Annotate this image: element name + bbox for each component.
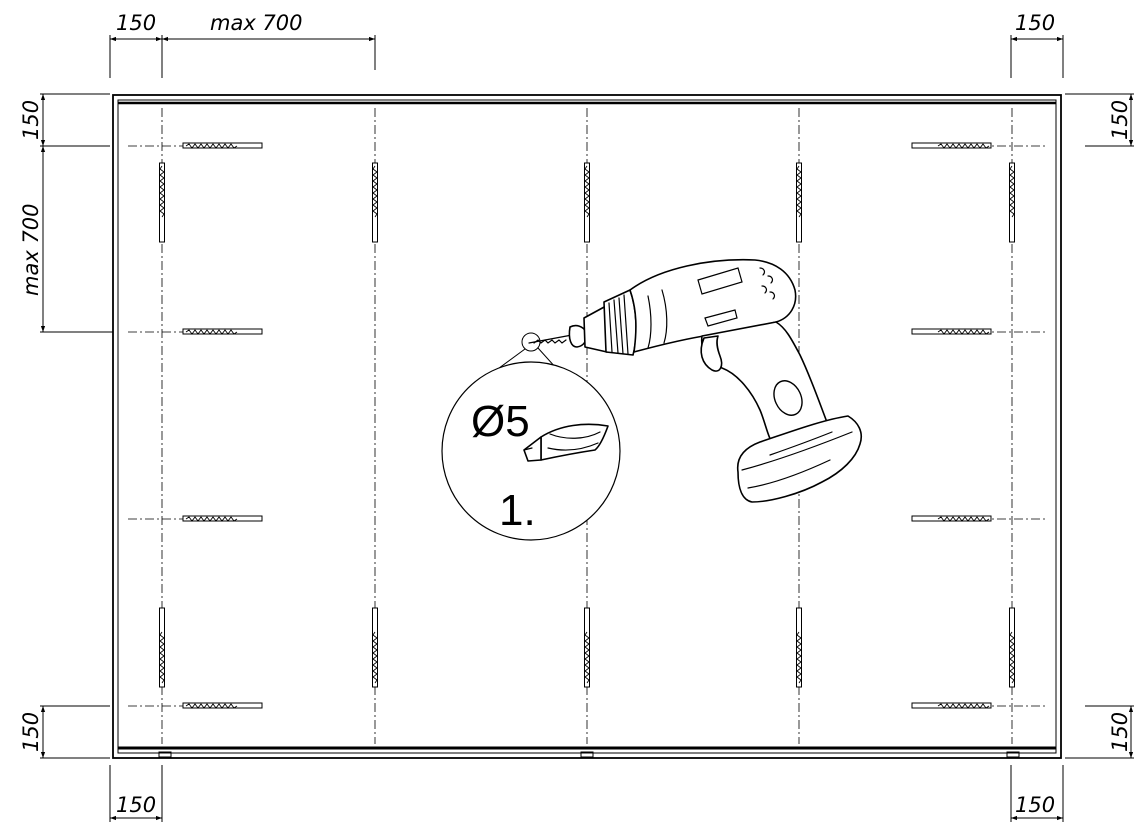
dim-top-max: max 700 — [210, 11, 303, 35]
detail-callout: Ø5 1. — [441, 332, 621, 541]
slot-horizontal — [911, 515, 992, 522]
drill-bit-icon — [523, 423, 609, 462]
dim-left-max: max 700 — [19, 203, 43, 296]
slot-vertical — [159, 607, 165, 688]
dim-top-left-margin: 150 — [116, 11, 156, 35]
slot-vertical — [796, 607, 802, 688]
dim-bottom-right-margin: 150 — [1015, 793, 1055, 817]
slot-horizontal — [182, 515, 263, 522]
dim-right-bottom-margin: 150 — [1108, 712, 1132, 752]
dim-left-bottom-margin: 150 — [19, 712, 43, 752]
dim-top-right-margin: 150 — [1015, 11, 1055, 35]
slot-vertical — [372, 607, 378, 688]
dim-bottom-left-margin: 150 — [116, 793, 156, 817]
mounting-slots — [159, 142, 1015, 709]
slot-vertical — [1009, 607, 1015, 688]
slot-vertical — [796, 162, 802, 243]
dim-right-top-margin: 150 — [1108, 100, 1132, 140]
dimension-top: 150 max 700 150 — [109, 11, 1064, 78]
cordless-drill-icon — [528, 258, 863, 503]
panel-frame — [112, 94, 1062, 759]
slot-horizontal — [182, 328, 263, 335]
dim-left-top-margin: 150 — [19, 100, 43, 140]
slot-horizontal — [911, 142, 992, 149]
dimension-bottom: 150 150 — [109, 765, 1064, 822]
slot-horizontal — [182, 702, 263, 709]
slot-vertical — [372, 162, 378, 243]
slot-horizontal — [911, 328, 992, 335]
dimension-right: 150 150 — [1065, 93, 1134, 759]
drill-diameter-label: Ø5 — [471, 397, 530, 446]
slot-horizontal — [182, 142, 263, 149]
step-number-label: 1. — [499, 486, 536, 535]
slot-vertical — [159, 162, 165, 243]
slot-vertical — [584, 162, 590, 243]
slot-vertical — [584, 607, 590, 688]
slot-vertical — [1009, 162, 1015, 243]
slot-horizontal — [911, 702, 992, 709]
dimension-left: 150 max 700 150 — [19, 93, 113, 759]
